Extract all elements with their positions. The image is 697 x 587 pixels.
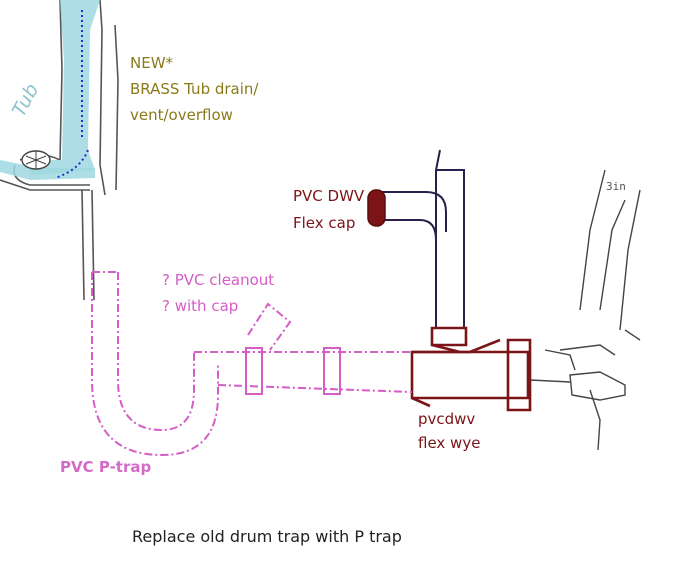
cap-label-line1: PVC DWV xyxy=(293,187,365,205)
sketch-note: 3in xyxy=(606,180,626,193)
cleanout-label-line1: ? PVC cleanout xyxy=(162,271,275,289)
dwv-cap-shape xyxy=(367,189,386,227)
brass-label-line1: NEW* xyxy=(130,54,174,72)
pvc-ptrap-pipe xyxy=(91,271,413,457)
vent-pipe xyxy=(380,149,465,328)
tub-water xyxy=(0,0,100,180)
pvc-couplings xyxy=(245,347,341,395)
brass-label-line3: vent/overflow xyxy=(130,106,233,124)
drain-strainer xyxy=(21,150,51,170)
flex-wye-shape xyxy=(410,326,532,412)
existing-stack-sketch xyxy=(529,169,641,451)
wye-label-line1: pvcdwv xyxy=(418,410,476,428)
tub-sketch xyxy=(0,0,119,301)
wye-label-line2: flex wye xyxy=(418,434,481,452)
caption: Replace old drum trap with P trap xyxy=(132,527,402,546)
brass-label-line2: BRASS Tub drain/ xyxy=(130,80,259,98)
cleanout-label-line2: ? with cap xyxy=(162,297,239,315)
brass-overflow-line xyxy=(54,10,89,179)
cap-label-line2: Flex cap xyxy=(293,214,356,232)
ptrap-label: PVC P-trap xyxy=(60,458,152,476)
